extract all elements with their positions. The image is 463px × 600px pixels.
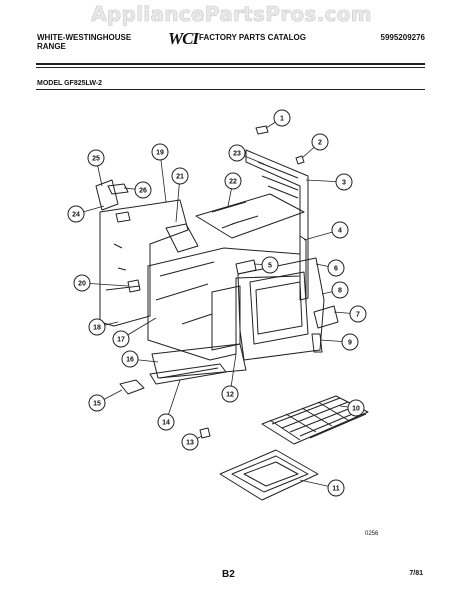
brand-line-2: RANGE: [37, 42, 66, 51]
callout-number: 2: [318, 140, 322, 147]
callout-circle: [157, 413, 175, 431]
callout-circle: [327, 479, 345, 497]
callout-3: 3: [335, 173, 353, 191]
callout-17: 17: [112, 330, 130, 348]
brand-line-1: WHITE-WESTINGHOUSE: [37, 33, 132, 42]
callout-number: 23: [233, 151, 241, 158]
model-rule: [36, 89, 425, 90]
catalog-code: 5995209276: [380, 33, 426, 42]
callout-23: 23: [228, 144, 246, 162]
callout-24: 24: [67, 205, 85, 223]
callout-number: 4: [338, 228, 342, 235]
callout-circle: [273, 109, 291, 127]
callout-circle: [331, 221, 349, 239]
callout-5: 5: [261, 256, 279, 274]
callout-number: 5: [268, 263, 272, 270]
callout-8: 8: [331, 281, 349, 299]
wci-logo: WCI: [168, 29, 199, 48]
callout-6: 6: [327, 259, 345, 277]
callout-circle: [88, 394, 106, 412]
callout-number: 17: [117, 337, 125, 344]
callout-circle: [151, 143, 169, 161]
callout-9: 9: [341, 333, 359, 351]
callout-number: 12: [226, 392, 234, 399]
callout-number: 6: [334, 266, 338, 273]
callout-22: 22: [224, 172, 242, 190]
catalog-title: FACTORY PARTS CATALOG: [199, 33, 306, 42]
callout-number: 15: [93, 401, 101, 408]
callout-number: 20: [78, 281, 86, 288]
callout-12: 12: [221, 385, 239, 403]
drawing-reference-code: 0256: [365, 531, 379, 537]
callout-circle: [112, 330, 130, 348]
callout-circle: [349, 305, 367, 323]
callout-circle: [341, 333, 359, 351]
callout-number: 21: [176, 174, 184, 181]
callout-25: 25: [87, 149, 105, 167]
callout-number: 14: [162, 420, 170, 427]
callout-14: 14: [157, 413, 175, 431]
callout-1: 1: [273, 109, 291, 127]
header-rule-thin: [36, 67, 425, 68]
callout-26: 26: [134, 181, 152, 199]
callout-circle: [73, 274, 91, 292]
callout-circle: [134, 181, 152, 199]
callout-18: 18: [88, 318, 106, 336]
callout-13: 13: [181, 433, 199, 451]
callout-19: 19: [151, 143, 169, 161]
callout-21: 21: [171, 167, 189, 185]
callout-number: 25: [92, 156, 100, 163]
callout-20: 20: [73, 274, 91, 292]
catalog-date: 7/81: [409, 570, 423, 577]
header-rule-thick: [36, 63, 425, 65]
callout-number: 19: [156, 150, 164, 157]
callout-circle: [224, 172, 242, 190]
callout-15: 15: [88, 394, 106, 412]
callout-circle: [221, 385, 239, 403]
callout-number: 10: [352, 406, 360, 413]
callout-number: 16: [126, 357, 134, 364]
watermark: AppliancePartsPros.com: [91, 2, 372, 27]
callout-circle: [87, 149, 105, 167]
callout-circle: [331, 281, 349, 299]
callout-16: 16: [121, 350, 139, 368]
callout-number: 18: [93, 325, 101, 332]
callout-circle: [228, 144, 246, 162]
callout-number: 8: [338, 288, 342, 295]
callout-number: 22: [229, 179, 237, 186]
callout-circle: [121, 350, 139, 368]
callout-number: 26: [139, 188, 147, 195]
leader-lines: [75, 117, 359, 489]
callout-circle: [171, 167, 189, 185]
callout-number: 9: [348, 340, 352, 347]
callout-circle: [327, 259, 345, 277]
callout-7: 7: [349, 305, 367, 323]
callout-circle: [311, 133, 329, 151]
callout-circle: [181, 433, 199, 451]
callout-circle: [67, 205, 85, 223]
model-label: MODEL GF825LW-2: [37, 80, 103, 87]
page-number: B2: [222, 569, 235, 580]
callout-10: 10: [347, 399, 365, 417]
callout-number: 1: [280, 116, 284, 123]
drawing-lines: [95, 125, 369, 501]
callout-11: 11: [327, 479, 345, 497]
callout-4: 4: [331, 221, 349, 239]
callout-number: 13: [186, 440, 194, 447]
callout-number: 11: [332, 486, 340, 493]
callout-number: 7: [356, 312, 360, 319]
callout-number: 3: [342, 180, 346, 187]
callout-circle: [261, 256, 279, 274]
callout-circle: [335, 173, 353, 191]
callout-number: 24: [72, 212, 80, 219]
callout-circle: [88, 318, 106, 336]
callout-2: 2: [311, 133, 329, 151]
callout-circle: [347, 399, 365, 417]
